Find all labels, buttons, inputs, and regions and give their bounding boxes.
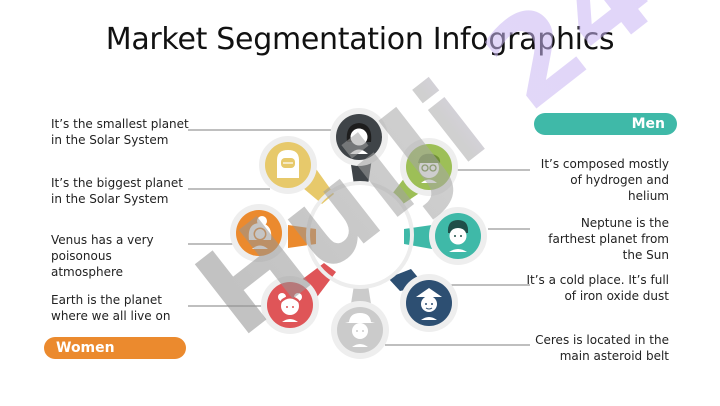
woman-face-icon bbox=[346, 123, 372, 154]
teal-arm bbox=[404, 225, 432, 249]
label-woman-top: It’s the smallest planet in the Solar Sy… bbox=[51, 117, 189, 147]
women-pill: Women bbox=[44, 337, 186, 359]
boy-cap-face-icon bbox=[345, 313, 375, 347]
label-man-glasses: It’s composed mostly of hydrogen and hel… bbox=[540, 157, 669, 203]
man-face-icon bbox=[447, 220, 469, 252]
segment-man-glasses bbox=[400, 138, 458, 196]
segment-woman-top bbox=[330, 108, 388, 166]
segment-woman-bun bbox=[230, 204, 288, 262]
man-hat-face-icon bbox=[416, 288, 442, 320]
label-girl: Earth is the planet where we all live on bbox=[51, 293, 171, 323]
orange-arm bbox=[288, 225, 316, 248]
label-man-hat: It’s a cold place. It’s full of iron oxi… bbox=[526, 273, 669, 303]
center-ring bbox=[306, 181, 414, 289]
man-glasses-face-icon bbox=[418, 153, 441, 183]
segment-girl bbox=[261, 276, 319, 334]
segment-woman-veil bbox=[259, 136, 317, 194]
slide-title: Market Segmentation Infographics bbox=[105, 22, 615, 57]
woman-veil-face-icon bbox=[277, 150, 299, 178]
label-boy-cap: Ceres is located in the main asteroid be… bbox=[535, 333, 669, 363]
girl-face-icon bbox=[278, 293, 302, 322]
label-woman-bun: Venus has a very poisonous atmosphere bbox=[51, 233, 154, 279]
label-woman-veil: It’s the biggest planet in the Solar Sys… bbox=[51, 176, 183, 206]
segment-man-hat bbox=[400, 274, 458, 332]
men-pill: Men bbox=[534, 113, 677, 135]
segment-man-right bbox=[429, 207, 487, 265]
segment-boy-cap bbox=[331, 301, 389, 359]
woman-bun-face-icon bbox=[248, 216, 272, 249]
label-man-right: Neptune is the farthest planet from the … bbox=[548, 216, 669, 262]
